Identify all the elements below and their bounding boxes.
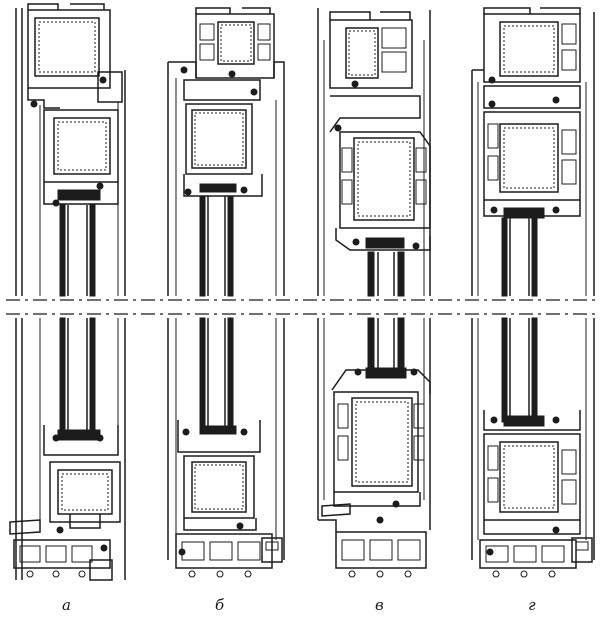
section-label-g: г [528,596,536,614]
section-b-profile [167,7,285,578]
section-label-v: в [375,596,384,614]
section-a-profile [9,3,126,581]
section-v-profile [317,8,431,578]
section-g-profile [471,7,595,578]
section-label-a: а [62,596,71,614]
section-label-b: б [215,596,225,614]
break-line-dashed [6,299,598,315]
